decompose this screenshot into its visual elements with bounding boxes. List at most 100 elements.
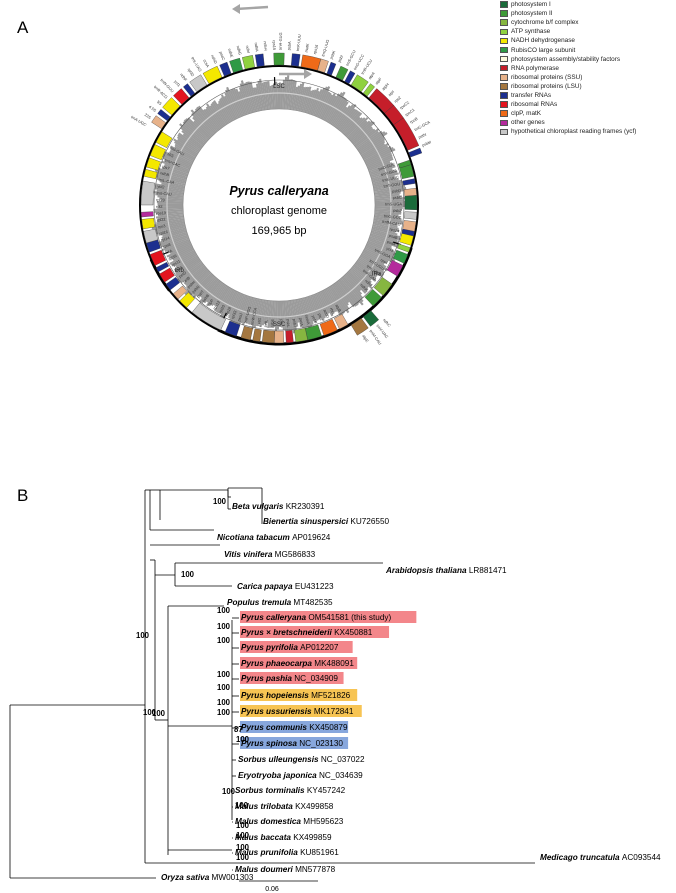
taxon-highlight — [240, 657, 358, 669]
taxon-accession: MK488091 — [314, 659, 354, 668]
gene-block — [404, 195, 418, 210]
gc-bar — [373, 179, 403, 188]
gc-bar — [329, 286, 346, 312]
taxon-highlight — [240, 689, 358, 701]
gc-bar — [296, 299, 305, 328]
gene-name-label: rps16 — [312, 44, 319, 55]
direction-arrowhead-cw — [304, 69, 312, 79]
taxon-species: Carica papaya — [237, 582, 295, 591]
legend-label: ribosomal proteins (SSU) — [511, 73, 583, 81]
gene-name-label: trnT-GGU — [383, 181, 401, 189]
taxon-label: Populus tremula MT482535 — [227, 598, 333, 607]
gene-name-label: rps19 — [156, 210, 166, 216]
gc-bar — [162, 228, 187, 237]
gc-bar — [358, 257, 385, 276]
gc-bar — [213, 285, 228, 306]
legend-swatch — [500, 83, 508, 90]
gc-bar — [156, 189, 184, 195]
gc-bar — [323, 289, 338, 313]
legend-label: ribosomal RNAs — [511, 101, 558, 109]
gene-name-label: ndhB — [160, 170, 170, 177]
taxon-name: Beta vulgaris KR230391 — [232, 502, 325, 511]
legend-label: hypothetical chloroplast reading frames … — [511, 128, 637, 136]
gc-bar — [193, 120, 212, 139]
gc-bar — [350, 120, 373, 142]
taxon-label: Medicago truncatula AC093544 — [540, 853, 661, 862]
gc-bar — [204, 108, 222, 130]
taxon-species: Nicotiana tabacum — [217, 533, 292, 542]
gc-bar — [352, 265, 372, 281]
region-label: SSC — [273, 322, 286, 328]
gene-name-label: psbT — [196, 288, 206, 298]
taxon-label: Carica papaya EU431223 — [237, 582, 334, 591]
bootstrap-value: 100 — [143, 708, 157, 717]
gc-bar — [346, 117, 369, 139]
gc-bar — [282, 79, 286, 110]
gene-name-label: ycf4 — [311, 315, 318, 324]
gene-name-label: trnQ-UUG — [320, 39, 330, 57]
taxon-accession: KX499859 — [293, 833, 332, 842]
bootstrap-value: 100 — [217, 708, 231, 717]
taxon-species: Pyrus hopeiensis — [241, 691, 311, 700]
gc-bar — [161, 166, 188, 177]
gene-name-label: matK — [303, 43, 310, 53]
gc-bar — [219, 289, 235, 315]
gc-bar — [184, 266, 207, 285]
gene-block — [157, 109, 171, 121]
gc-bar — [326, 91, 346, 123]
gc-bar — [298, 86, 306, 112]
gc-bar — [220, 97, 235, 121]
gc-bar — [371, 227, 398, 236]
gene-name-label: rpl22 — [157, 216, 166, 222]
gene-name-label: psbZ — [393, 208, 403, 214]
legend-item: photosystem II — [500, 9, 676, 18]
taxon-label: Sorbus torminalis KY457242 — [235, 786, 346, 795]
bootstrap-value: 100 — [236, 831, 250, 840]
taxon-accession: LR881471 — [469, 566, 507, 575]
taxon-accession: KX499858 — [295, 802, 334, 811]
gene-name-label: rps4 — [380, 257, 390, 265]
taxon-accession: KX450879 — [309, 723, 348, 732]
taxon-highlight — [240, 737, 349, 749]
gc-bar — [184, 264, 206, 283]
taxon-accession: MT482535 — [293, 598, 333, 607]
region-ring — [153, 79, 405, 331]
gc-bar — [351, 126, 373, 144]
taxon-name: Populus tremula MT482535 — [227, 598, 333, 607]
gene-name-label: rps15 — [272, 40, 277, 50]
gc-bar — [368, 237, 392, 248]
gc-bar — [161, 231, 188, 242]
gene-block — [386, 260, 404, 277]
gene-block — [189, 74, 208, 92]
gc-bar — [292, 86, 298, 111]
gene-block — [191, 302, 226, 331]
legend-item: transfer RNAs — [500, 91, 676, 100]
bootstrap-value: 100 — [236, 821, 250, 830]
gene-name-label: psbD — [392, 188, 402, 194]
gene-name-label: rpoB — [409, 116, 419, 125]
gc-bar — [362, 142, 389, 159]
gc-bar — [170, 251, 196, 267]
gene-name-label: ndhD — [210, 54, 218, 65]
legend-swatch — [500, 1, 508, 8]
gc-bar — [217, 100, 232, 123]
gene-block — [141, 217, 156, 230]
gc-bar — [171, 247, 194, 260]
gc-bar — [353, 128, 376, 147]
gc-bar — [291, 80, 297, 110]
legend-swatch — [500, 128, 508, 136]
gc-bar — [217, 288, 233, 314]
bootstrap-value: 100 — [217, 698, 231, 707]
gene-block — [261, 329, 275, 344]
taxon-name: Malus trilobata KX499858 — [235, 802, 334, 811]
gene-block — [162, 97, 181, 116]
gc-bar — [360, 138, 386, 155]
gc-bar — [373, 183, 404, 191]
gene-name-label: rps14 — [389, 226, 400, 233]
gc-bar — [263, 81, 269, 110]
bootstrap-value: 100 — [222, 787, 236, 796]
legend-swatch — [500, 92, 508, 99]
gc-bar — [317, 292, 329, 316]
gene-name-label: psbH — [186, 279, 196, 289]
